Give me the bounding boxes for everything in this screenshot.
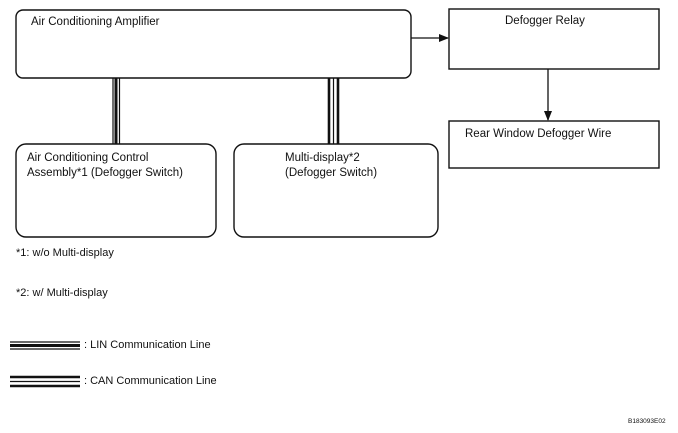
ac-amplifier-box (15, 9, 412, 79)
multi-display-label-line1: Multi-display*2 (285, 152, 360, 164)
defogger-relay-box (448, 8, 660, 70)
defogger-relay-label: Defogger Relay (505, 15, 585, 27)
rear-window-defogger-wire-label: Rear Window Defogger Wire (465, 128, 612, 140)
multi-display-label-line2: (Defogger Switch) (285, 167, 378, 179)
legend-lin-label: : LIN Communication Line (84, 339, 211, 351)
rear-window-defogger-wire-box (448, 120, 660, 169)
lin-line-ac-control (112, 78, 121, 144)
ac-amplifier-label: Air Conditioning Amplifier (31, 16, 160, 28)
legend-can-label: : CAN Communication Line (84, 375, 217, 387)
multi-display-box (233, 143, 439, 238)
figure-code: B183093E02 (628, 418, 666, 425)
footnote-2: *2: w/ Multi-display (16, 287, 108, 299)
ac-control-assembly-label-line2: Assembly*1 (Defogger Switch) (27, 167, 183, 179)
legend-lin-symbol (10, 341, 80, 350)
legend-can-symbol (10, 375, 80, 388)
ac-control-assembly-label-line1: Air Conditioning Control (27, 152, 149, 164)
footnote-1: *1: w/o Multi-display (16, 247, 114, 259)
can-line-multi-display (327, 78, 340, 144)
